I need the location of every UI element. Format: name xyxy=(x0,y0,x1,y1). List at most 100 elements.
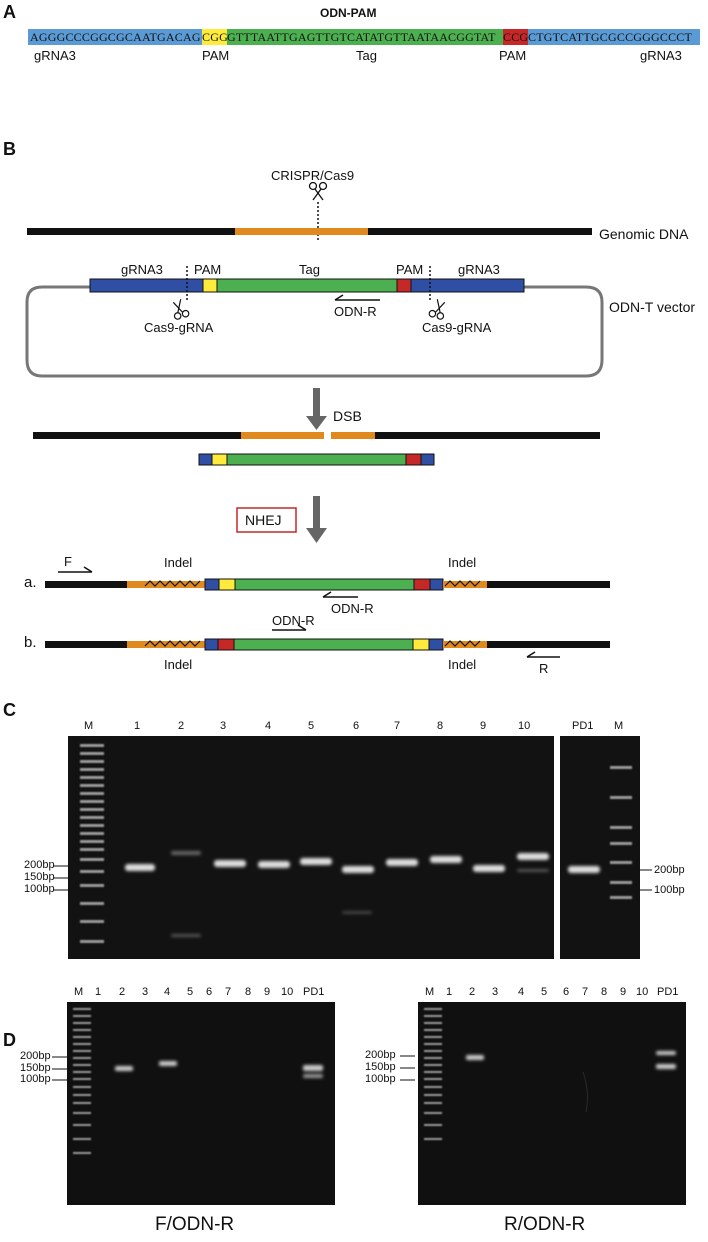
gel-d-right-lane-6: 6 xyxy=(563,986,570,998)
gel-d-left-lane-10: 10 xyxy=(281,986,294,998)
vector-tag-label: Tag xyxy=(299,262,320,277)
row-b-label: b. xyxy=(24,634,37,651)
gel-d-right-size-200: 200bp xyxy=(365,1049,396,1061)
dsb-right-black xyxy=(375,432,600,439)
genomic-dna-left xyxy=(27,228,235,235)
indel-a-right-label: Indel xyxy=(448,555,477,570)
gel-d-right-lane-10: 10 xyxy=(636,986,649,998)
gel-c-lane-m: M xyxy=(84,720,94,732)
gel-d-right-lane-4: 4 xyxy=(518,986,525,998)
seq-gRNA3-left: AGGGCCCGGCGCAATGACAG xyxy=(28,29,202,45)
gel-d-right-lane-8: 8 xyxy=(601,986,608,998)
nhej-box xyxy=(236,507,297,533)
row-a-label: a. xyxy=(24,574,37,591)
gel-d-left-lane-pd1: PD1 xyxy=(303,986,325,998)
indel-zigzag-a-right xyxy=(444,580,481,587)
genomic-dna-target xyxy=(235,228,368,235)
label-pam-left: PAM xyxy=(202,48,230,63)
gel-d-right-lane-m: M xyxy=(425,986,435,998)
gel-d-left-lane-8: 8 xyxy=(245,986,252,998)
r-primer-arrow xyxy=(526,651,560,658)
gel-c-side-bands xyxy=(568,766,632,899)
gel-c-size-150-left: 150bp xyxy=(24,871,55,883)
gel-c-size-100-left: 100bp xyxy=(24,883,55,895)
odn-t-vector-outline xyxy=(25,285,604,378)
panel-b-diagram xyxy=(25,181,610,658)
gel-c-size-200-right: 200bp xyxy=(654,864,685,876)
gel-c-lane-10: 10 xyxy=(518,720,531,732)
indel-b-left-label: Indel xyxy=(164,657,193,672)
gel-d-right-lane-1: 1 xyxy=(446,986,453,998)
gel-c-lane-2: 2 xyxy=(178,720,185,732)
panel-a-title: ODN-PAM xyxy=(320,6,377,20)
gel-d-right-lane-7: 7 xyxy=(582,986,589,998)
gel-c-size-200-left: 200bp xyxy=(24,859,55,871)
gel-c-lane-m-right: M xyxy=(614,720,624,732)
odn-r-b-label: ODN-R xyxy=(272,613,315,628)
label-tag: Tag xyxy=(356,48,377,63)
gel-c-lane-8: 8 xyxy=(437,720,444,732)
dsb-left-black xyxy=(33,432,241,439)
gel-d-right-lane-2: 2 xyxy=(469,986,476,998)
gel-d-right-lane-5: 5 xyxy=(541,986,548,998)
panel-a-letter: A xyxy=(3,2,16,22)
seq-gRNA3-right: CTGTCATTGCGCCGGGCCCT xyxy=(528,29,700,45)
gel-d-right-lane-9: 9 xyxy=(620,986,627,998)
vector-gRNA3-right xyxy=(410,278,525,293)
gel-d-left-bands xyxy=(73,1008,323,1154)
vector-gRNA3-right-label: gRNA3 xyxy=(458,262,500,277)
gel-d-left-size-100: 100bp xyxy=(20,1073,51,1085)
gel-d-left-size-150: 150bp xyxy=(20,1062,51,1074)
nhej-label: NHEJ xyxy=(245,512,282,528)
genomic-dna-right xyxy=(368,228,592,235)
fragment-blue-right xyxy=(420,453,435,466)
gel-c-main-bands xyxy=(80,744,549,943)
vector-gRNA3-left-label: gRNA3 xyxy=(121,262,163,277)
gel-c-lane-pd1: PD1 xyxy=(572,720,594,732)
gel-d-right xyxy=(418,1002,686,1205)
gel-d-right-lane-pd1: PD1 xyxy=(657,986,679,998)
gel-d-left-lane-5: 5 xyxy=(187,986,194,998)
odn-r-a-label: ODN-R xyxy=(331,601,374,616)
primer-f-label: F xyxy=(64,554,72,569)
f-primer-arrow xyxy=(58,566,93,573)
genomic-dna-label: Genomic DNA xyxy=(599,226,689,242)
gel-d-right-caption: R/ODN-R xyxy=(504,1214,586,1235)
process-arrow-2 xyxy=(306,496,327,543)
indel-a-left-label: Indel xyxy=(164,555,193,570)
gel-c-lane-9: 9 xyxy=(480,720,487,732)
process-arrow-1 xyxy=(306,388,327,430)
vector-pam-left-label: PAM xyxy=(194,262,222,277)
gel-d-right-size-100: 100bp xyxy=(365,1073,396,1085)
gel-d-right-lane-3: 3 xyxy=(492,986,499,998)
seq-tag: GTTTAATTGAGTTGTCATATGTTAATAACGGTAT xyxy=(227,29,503,45)
panel-d-letter: D xyxy=(3,1030,16,1050)
gel-c-lane-3: 3 xyxy=(220,720,227,732)
scissors-icon-top xyxy=(308,181,328,201)
label-gRNA3-left: gRNA3 xyxy=(34,48,76,63)
scissors-icon-right xyxy=(428,299,446,320)
odn-pam-sequence: AGGGCCCGGCGCAATGACAG CGG GTTTAATTGAGTTGT… xyxy=(28,29,700,45)
gel-c-side xyxy=(560,736,640,959)
odn-t-vector-label: ODN-T vector xyxy=(609,299,696,315)
gel-d-left-lane-6: 6 xyxy=(206,986,213,998)
dsb-label: DSB xyxy=(333,408,362,424)
gel-c-lane-4: 4 xyxy=(265,720,272,732)
primer-r-label: R xyxy=(539,661,549,676)
gel-d-right-size-150: 150bp xyxy=(365,1061,396,1073)
gel-d-left-size-200: 200bp xyxy=(20,1050,51,1062)
indel-zigzag-a-left xyxy=(144,580,201,587)
dsb-left-orange xyxy=(241,432,324,439)
dsb-right-orange xyxy=(331,432,375,439)
odn-r-primer-arrow xyxy=(334,294,380,301)
gel-c-lane-6: 6 xyxy=(353,720,360,732)
gel-d-left-lane-4: 4 xyxy=(164,986,171,998)
cas9-gRNA-right-label: Cas9-gRNA xyxy=(422,320,492,335)
gel-d-left-lane-2: 2 xyxy=(119,986,126,998)
gel-d-left-lane-9: 9 xyxy=(264,986,271,998)
indel-zigzag-b-left xyxy=(144,640,201,647)
label-gRNA3-right: gRNA3 xyxy=(640,48,682,63)
odn-r-label: ODN-R xyxy=(334,304,377,319)
gel-d-left-lane-1: 1 xyxy=(95,986,102,998)
